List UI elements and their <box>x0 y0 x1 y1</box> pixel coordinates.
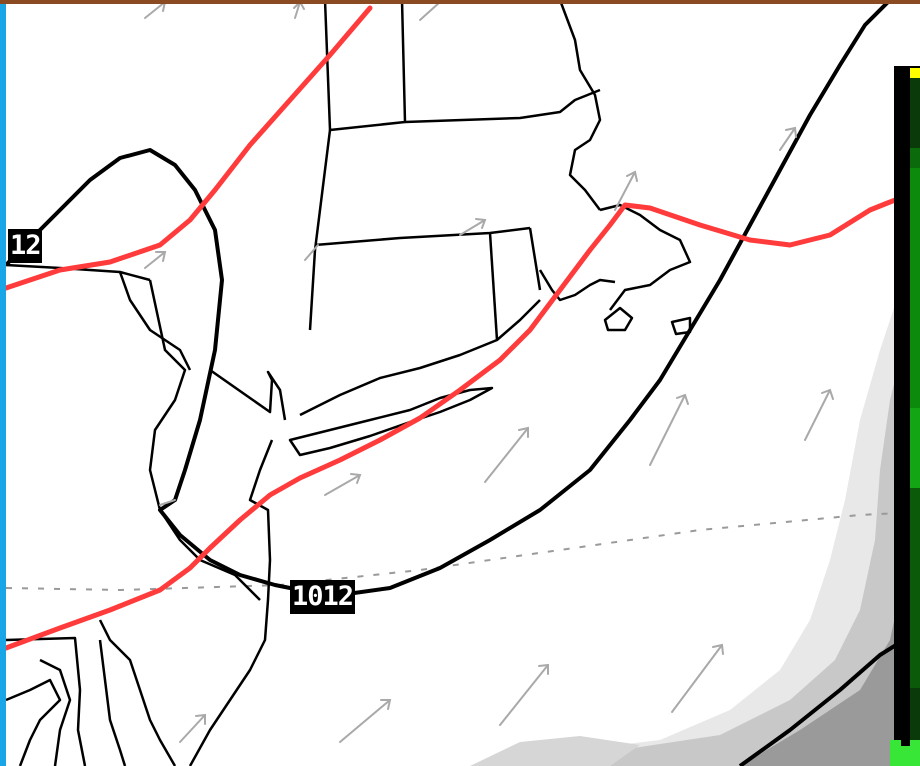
wind-arrow-11 <box>484 426 529 483</box>
wind-arrow-16 <box>671 643 724 713</box>
wind-arrow-14 <box>499 663 549 726</box>
isobar-1012 <box>4 0 892 597</box>
state-border-4 <box>308 129 332 331</box>
state-border-5 <box>314 226 531 247</box>
colorbar-segment-1 <box>910 78 920 148</box>
wind-arrow-13 <box>159 499 176 506</box>
western-border <box>5 263 151 282</box>
wind-arrow-17 <box>179 713 206 743</box>
frame-left-border <box>0 0 6 766</box>
chesapeake-inner-2 <box>39 658 72 766</box>
new-york-border <box>209 368 287 421</box>
isobar-label-1012: 1012 <box>290 580 356 614</box>
isobar-label-partial: 12 <box>8 229 42 263</box>
colorbar <box>890 66 920 766</box>
state-border-8 <box>599 203 692 311</box>
red-front-main <box>3 187 920 651</box>
cape-cod <box>603 306 634 332</box>
state-border-7 <box>528 227 542 291</box>
dashed-latitude-line <box>5 511 920 592</box>
shaded-region-light-lower <box>470 736 640 766</box>
western-border-2 <box>118 271 192 371</box>
wind-arrows <box>144 0 834 743</box>
wind-arrow-8 <box>304 244 319 261</box>
state-border-2 <box>404 88 601 124</box>
delaware-river <box>98 619 177 766</box>
pennsylvania-nj-border <box>148 279 261 601</box>
long-island-sound-coast <box>299 299 541 417</box>
frame-top-border <box>0 0 920 4</box>
colorbar-segment-3 <box>910 168 920 408</box>
shaded-region-dark <box>740 430 920 766</box>
red-front <box>3 5 920 651</box>
colorbar-segment-2 <box>910 148 920 168</box>
chesapeake-inner <box>5 678 62 766</box>
nj-coast <box>188 439 274 766</box>
colorbar-segment-5 <box>910 488 920 688</box>
colorbar-segment-4 <box>910 408 920 488</box>
chesapeake-coast <box>5 636 87 766</box>
state-border-6 <box>488 232 499 341</box>
wind-arrow-9 <box>649 393 689 466</box>
long-island <box>288 386 494 457</box>
shaded-region-light <box>480 230 920 766</box>
state-border-3 <box>558 0 602 211</box>
wind-arrow-1 <box>144 1 167 19</box>
wind-arrow-7 <box>144 251 167 269</box>
wind-arrow-10 <box>804 388 834 441</box>
shaded-region-group <box>470 230 920 766</box>
isobars <box>4 0 920 766</box>
state-border-1 <box>323 0 407 132</box>
colorbar-segment-6 <box>910 688 920 740</box>
ct-ri-coast <box>538 269 616 302</box>
coastline-outlines <box>5 0 692 766</box>
wind-arrow-5 <box>614 170 638 211</box>
colorbar-divider <box>901 66 910 746</box>
colorbar-top-yellow <box>910 68 920 78</box>
isobar-lower-right <box>738 628 920 766</box>
wind-arrow-15 <box>339 699 392 743</box>
wind-arrow-4 <box>779 126 797 151</box>
wind-arrow-3 <box>419 1 441 21</box>
wind-arrow-2 <box>293 0 305 19</box>
wind-arrow-6 <box>459 218 487 236</box>
red-front-upper <box>3 5 373 291</box>
delmarva-coast <box>98 639 127 766</box>
wind-arrow-12 <box>324 473 362 496</box>
